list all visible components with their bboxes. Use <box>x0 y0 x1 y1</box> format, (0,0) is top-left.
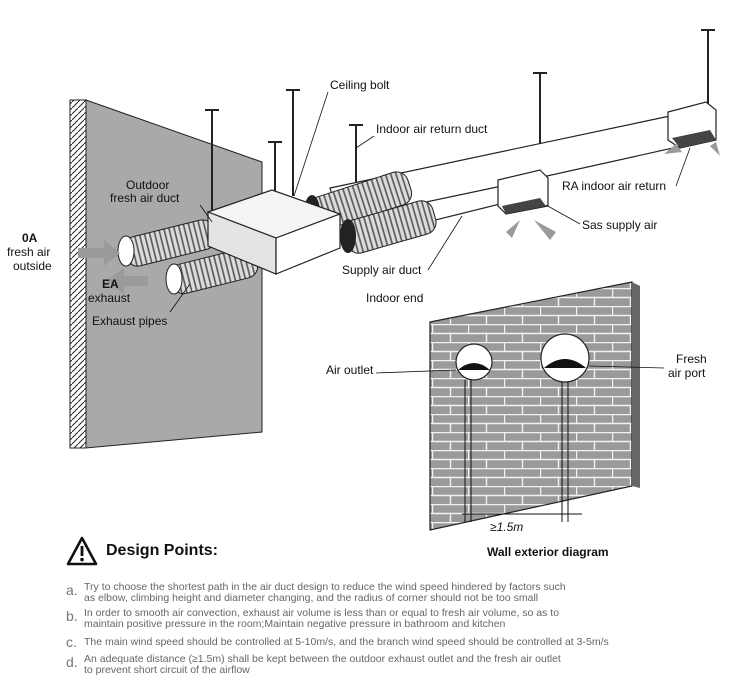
outside-label: outside <box>13 259 52 273</box>
design-point-a: a. Try to choose the shortest path in th… <box>66 582 726 603</box>
design-points-list: a. Try to choose the shortest path in th… <box>66 582 726 680</box>
design-point-b: b. In order to smooth air convection, ex… <box>66 608 726 629</box>
point-line: as elbow, climbing height and diameter c… <box>84 591 539 604</box>
warning-icon <box>66 536 98 566</box>
indoor-end-label: Indoor end <box>366 291 423 305</box>
point-letter: b. <box>66 608 78 624</box>
point-line: The main wind speed should be controlled… <box>84 636 609 648</box>
oa-label: 0A <box>22 231 38 245</box>
design-point-c: c. The main wind speed should be control… <box>66 634 726 649</box>
point-letter: d. <box>66 654 78 670</box>
point-text: In order to smooth air convection, exhau… <box>84 608 559 629</box>
point-text: The main wind speed should be controlled… <box>84 634 609 648</box>
outdoor-fresh-air-duct-label-2: fresh air duct <box>110 191 180 205</box>
ra-indoor-air-return-label: RA indoor air return <box>562 179 666 193</box>
design-point-d: d. An adequate distance (≥1.5m) shall be… <box>66 654 726 675</box>
point-text: An adequate distance (≥1.5m) shall be ke… <box>84 654 561 675</box>
point-line: to prevent short circuit of the airflow <box>84 663 250 676</box>
exhaust-label: exhaust <box>88 291 131 305</box>
fresh-air-port-label-1: Fresh <box>676 352 707 366</box>
fresh-air-port-label-2: air port <box>668 366 706 380</box>
point-line: Try to choose the shortest path in the a… <box>84 581 566 593</box>
distance-label: ≥1.5m <box>490 520 523 534</box>
ceiling-bolt-label: Ceiling bolt <box>330 78 390 92</box>
point-line: In order to smooth air convection, exhau… <box>84 607 560 619</box>
sas-supply-air-label: Sas supply air <box>582 218 657 232</box>
point-line: maintain positive pressure in the room;M… <box>84 617 506 630</box>
ea-label: EA <box>102 277 119 291</box>
air-outlet-label: Air outlet <box>326 363 374 377</box>
brick-wall <box>429 281 640 531</box>
indoor-air-return-duct-label: Indoor air return duct <box>376 122 488 136</box>
supply-air-duct-label: Supply air duct <box>342 263 422 277</box>
leader-lines <box>169 91 691 374</box>
exhaust-pipes-label: Exhaust pipes <box>92 314 167 328</box>
airflow-arrows <box>78 142 720 294</box>
wall-exterior-caption: Wall exterior diagram <box>487 545 609 559</box>
point-text: Try to choose the shortest path in the a… <box>84 582 566 603</box>
design-points-title: Design Points: <box>106 542 219 559</box>
terminal-boxes <box>497 101 717 215</box>
ceiling-rods <box>205 29 715 222</box>
outdoor-fresh-air-duct-label-1: Outdoor <box>126 178 169 192</box>
design-points-header: Design Points: <box>66 536 218 566</box>
point-letter: c. <box>66 634 77 650</box>
point-line: An adequate distance (≥1.5m) shall be ke… <box>84 653 561 665</box>
ventilation-unit <box>206 189 342 275</box>
point-letter: a. <box>66 582 78 598</box>
fresh-air-label: fresh air <box>7 245 50 259</box>
